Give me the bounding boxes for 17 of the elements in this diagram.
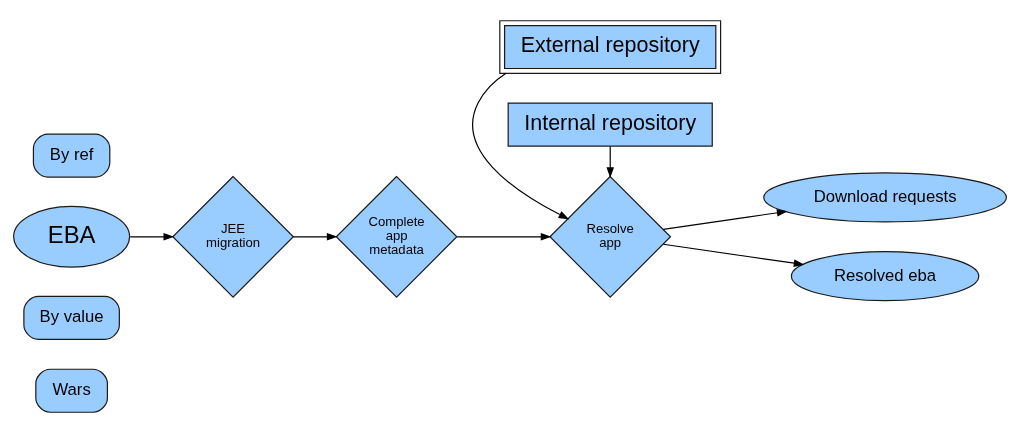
node-box: By value — [23, 295, 120, 340]
node-box: External repository — [499, 19, 722, 74]
arrow — [292, 232, 338, 241]
node-ellipse: Download requests — [763, 171, 1007, 222]
arrow — [129, 232, 175, 241]
node-box: Wars — [35, 368, 108, 413]
node-box: Internal repository — [507, 102, 713, 147]
node-diamond: Complete app metadata — [335, 175, 458, 298]
node-diamond: Resolve app — [549, 175, 672, 298]
arrow — [662, 208, 788, 230]
arrow — [456, 232, 552, 241]
arrow — [606, 145, 614, 178]
node-diamond: JEE migration — [171, 175, 295, 298]
arrow — [472, 72, 570, 219]
arrow — [662, 243, 805, 267]
node-ellipse: EBA — [13, 205, 131, 268]
node-box: By ref — [32, 133, 111, 178]
